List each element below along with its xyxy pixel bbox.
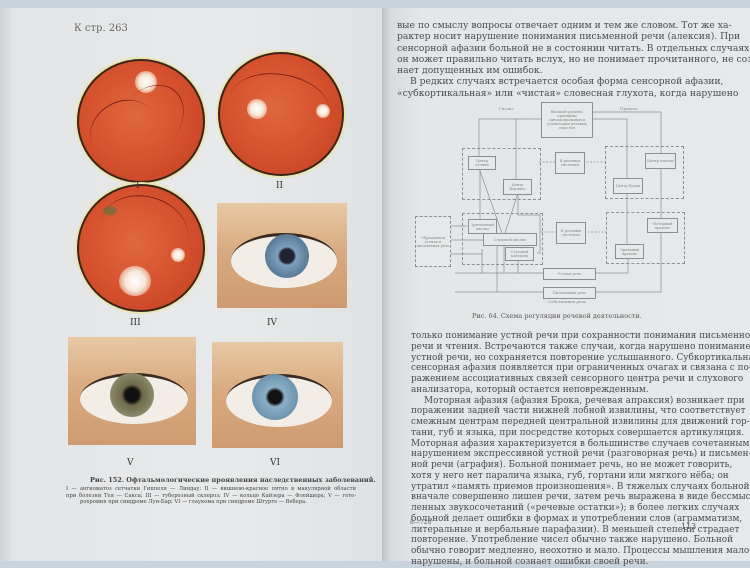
figure-caption-title: Рис. 152. Офтальмологические проявления …: [90, 476, 376, 484]
eye-image-5: [68, 337, 196, 445]
page-number: 113: [681, 522, 697, 531]
praxis-upper-group: [605, 146, 684, 199]
caption-line: рохромия при синдроме Луи-Бар; VI — глау…: [80, 499, 307, 506]
text-line: нает допущенных им ошибок.: [397, 65, 543, 77]
text-line: тани, губ и языка, при посредстве которы…: [411, 427, 745, 438]
text-line: только понимание устной речи при сохранн…: [411, 331, 750, 341]
praxis-label: Праксис: [620, 106, 639, 111]
text-line: Моторная афазия (афазия Брока, речевая а…: [424, 395, 745, 406]
wernicke-center-box: Центр Вернике: [503, 179, 532, 195]
figure-label-1: I: [136, 181, 140, 191]
text-line: речи и чтения. Встречаются также случаи,…: [411, 341, 750, 352]
figure-label-6: VI: [270, 458, 281, 468]
text-line: вначале совершенно лишен речи, затем реч…: [411, 492, 750, 503]
text-line: смежным центрам передней центральной изв…: [411, 417, 750, 427]
motor-praxis-box: Моторный праксис: [647, 218, 678, 233]
figure-caption: Рис. 64. Схема регуляции речевой деятель…: [472, 312, 642, 320]
text-line: утратил «память приемов произношения». В…: [411, 481, 750, 492]
text-line: нарушением экспрессивной устной речи (ра…: [411, 449, 750, 460]
oral-speech-box: Устная речь: [543, 268, 596, 280]
text-line: ной речи (аграфия). Больной понимает реч…: [411, 460, 733, 470]
auditory-analysis-box: Слуховой анализ: [483, 233, 537, 246]
text-line: В редких случаях встречается особая форм…: [410, 76, 724, 88]
text-line: повторение. Употребление чисел обычно та…: [411, 535, 733, 546]
gnosis-lower-group: [462, 213, 543, 265]
praxis-lower-group: [606, 212, 685, 264]
written-speech-box: Письменная речь: [543, 287, 596, 299]
top-paragraphs: вые по смыслу вопросы отвечает одним и т…: [397, 20, 750, 99]
text-line: вые по смыслу вопросы отвечает одним и т…: [397, 20, 732, 31]
oral-praxis-box: Оральный праксис: [615, 244, 644, 259]
text-line: ражением ассоциативных связей сенсорного…: [411, 374, 744, 384]
eye-image-6: [212, 342, 343, 448]
text-line: поражении задней части нижней лобной изв…: [411, 406, 746, 417]
fundus-image-2: [218, 52, 344, 176]
text-line: сенсорной афазии больной не в состоянии …: [397, 42, 750, 54]
text-line: ленных звукосочетаний («речевые остатки»…: [411, 503, 740, 513]
auditory-control-box: Слуховой контроль: [505, 247, 534, 261]
figure-label-5: V: [127, 458, 134, 468]
text-line: анализатора, который остается неповрежде…: [411, 384, 649, 395]
text-line: он может правильно читать вслух, но не п…: [397, 53, 750, 65]
own-speech-label: Собственная речь: [548, 299, 587, 304]
text-line: «субкортикальная» или «чистая» словесная…: [397, 87, 739, 99]
page-header: К стр. 263: [74, 23, 128, 34]
text-line: литеральные и вербальные парафазии). В м…: [411, 524, 740, 535]
text-line: хотя у него нет паралича языка, губ, гор…: [411, 470, 729, 481]
text-line: сенсорная афазия появляется при ограниче…: [411, 363, 750, 374]
printer-signature: 8—728: [410, 519, 432, 526]
to-speech-systems-bottom: К речевым системам: [556, 222, 586, 244]
broca-center-box: Центр Брока: [613, 178, 643, 194]
text-line: обычно говорит медленно, неохотно и мало…: [411, 546, 750, 556]
fundus-image-1: [77, 59, 205, 183]
text-line: нарушены, и больной сознает ошибки своей…: [411, 556, 649, 567]
caption-line: при болезни Тея — Сакса; III — туберозны…: [66, 492, 356, 499]
caption-line: I — ангиоматоз сетчатки Гиппеля — Линдау…: [66, 486, 356, 492]
gnosis-label: Гнозис: [499, 106, 514, 111]
perceived-speech-box: Обращенная устная и письменная речь: [415, 216, 451, 267]
figure-label-4: IV: [267, 318, 278, 328]
figure-caption-text: I — ангиоматоз сетчатки Гиппеля — Линдау…: [66, 486, 356, 506]
top-level-box: Высший уровень: принципы синтаксирования…: [541, 102, 593, 138]
to-speech-systems-top: К речевым системам: [555, 152, 585, 174]
reading-center-box: Центр чтения: [468, 156, 496, 170]
text-line: рактер носит нарушение понимания письмен…: [397, 31, 741, 43]
figure-label-2: II: [276, 181, 284, 191]
body-paragraphs: только понимание устной речи при сохранн…: [411, 331, 750, 568]
text-line: больной делает ошибки в формах и употреб…: [411, 513, 743, 524]
visual-analysis-box: Зрительный анализ: [468, 219, 497, 234]
fundus-image-3: [77, 184, 205, 312]
writing-center-box: Центр письма: [645, 153, 676, 169]
text-line: устной речи, но сохраняется повторение у…: [411, 352, 750, 363]
right-page: [382, 8, 750, 561]
gnosis-upper-group: [462, 148, 541, 200]
figure-label-3: III: [130, 318, 141, 328]
text-line: Моторная афазия характеризуется в больши…: [411, 438, 750, 449]
eye-image-4: [217, 203, 347, 308]
